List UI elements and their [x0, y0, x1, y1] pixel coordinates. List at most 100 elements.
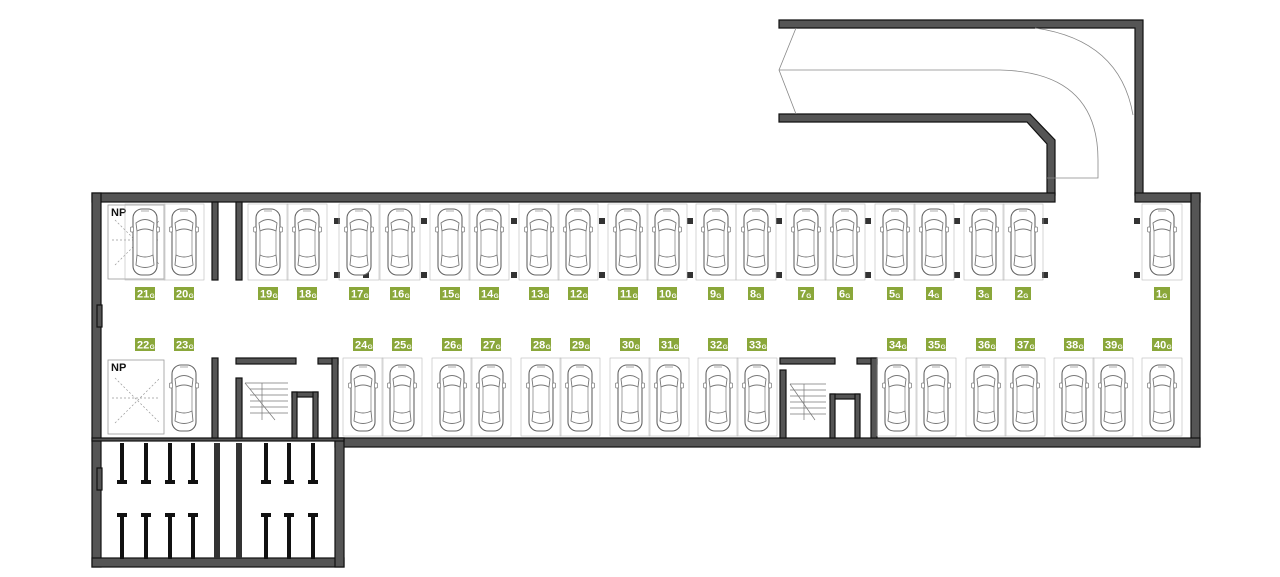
car-lower-6	[615, 364, 645, 432]
parking-bay-outline	[1004, 357, 1046, 437]
stall-divider-cap	[165, 480, 175, 484]
stall-divider-cap	[165, 513, 175, 517]
parking-bay-outline	[520, 357, 562, 437]
car-spot-10	[652, 208, 682, 276]
parking-bay-outline	[1053, 357, 1095, 437]
column	[954, 218, 960, 224]
column	[776, 218, 782, 224]
spot-label-box	[798, 287, 814, 300]
parking-bay-outline	[609, 357, 651, 437]
stall-divider-cap	[308, 513, 318, 517]
parking-bay-outline	[607, 203, 649, 281]
stall-divider	[120, 443, 124, 483]
spot-label-box	[708, 338, 728, 351]
spot-number: 37	[1017, 340, 1029, 352]
column	[511, 218, 517, 224]
car-spot-14	[474, 208, 504, 276]
spot-label-box	[297, 287, 317, 300]
building-walls	[91, 192, 1201, 568]
level-suffix: G	[494, 293, 499, 300]
stall-divider	[191, 443, 195, 483]
spot-number: 12	[570, 289, 582, 301]
spot-label-box	[392, 338, 412, 351]
level-suffix: G	[455, 293, 460, 300]
spot-number: 11	[620, 289, 632, 301]
stall-divider-cap	[261, 513, 271, 517]
spot-number: 23	[176, 340, 188, 352]
car-lower-14	[1059, 364, 1089, 432]
spot-label-box	[1103, 338, 1123, 351]
level-suffix: G	[1023, 293, 1028, 300]
spot-number: 28	[533, 340, 545, 352]
spot-label-box	[349, 287, 369, 300]
spot-label-box	[479, 287, 499, 300]
spot-label-box	[353, 338, 373, 351]
parking-bay-outline	[876, 357, 918, 437]
column	[334, 272, 340, 278]
spot-number: 40	[1154, 340, 1166, 352]
stall-wall	[236, 443, 242, 558]
np-area-bottom: NP	[107, 359, 165, 435]
spot-number: 13	[531, 289, 543, 301]
spot-label-box	[390, 287, 410, 300]
car-lower-7	[654, 364, 684, 432]
level-suffix: G	[895, 293, 900, 300]
stall-wall	[214, 443, 220, 558]
level-suffix: G	[546, 344, 551, 351]
parking-bay-outline	[965, 357, 1007, 437]
spot-number: 4	[928, 289, 935, 301]
spot-number: 8	[750, 289, 756, 301]
spot-label-box	[887, 287, 903, 300]
car-spot-7	[791, 208, 821, 276]
level-suffix: G	[674, 344, 679, 351]
spot-number: 35	[928, 340, 940, 352]
column	[421, 272, 427, 278]
level-suffix: G	[716, 293, 721, 300]
parking-bay-outline	[286, 203, 328, 281]
car-spot-18	[292, 208, 322, 276]
parking-bay-outline	[429, 203, 471, 281]
spot-label-box	[926, 287, 942, 300]
spot-number: 32	[710, 340, 722, 352]
level-suffix: G	[150, 293, 155, 300]
spot-number: 3	[978, 289, 984, 301]
parking-bay-outline	[557, 203, 599, 281]
car-lower-5	[565, 364, 595, 432]
stall-divider-cap	[141, 480, 151, 484]
spot-number: 38	[1066, 340, 1078, 352]
level-suffix: G	[762, 344, 767, 351]
level-suffix: G	[189, 344, 194, 351]
parking-bay-outline	[648, 357, 690, 437]
column	[1134, 272, 1140, 278]
spot-number: 15	[442, 289, 454, 301]
spot-number: 2	[1017, 289, 1023, 301]
spot-label-box	[529, 287, 549, 300]
stall-divider	[264, 515, 268, 559]
stall-divider-cap	[117, 513, 127, 517]
np-label-bottom: NP	[111, 362, 126, 374]
level-suffix: G	[756, 293, 761, 300]
stall-divider	[287, 443, 291, 483]
car-lower-0	[348, 364, 378, 432]
spot-number: 27	[483, 340, 495, 352]
car-lower-15	[1098, 364, 1128, 432]
parking-bay-outline	[518, 203, 560, 281]
spot-label-box	[887, 338, 907, 351]
car-spot-2	[1008, 208, 1038, 276]
stall-divider-cap	[261, 480, 271, 484]
car-spot-15	[435, 208, 465, 276]
stall-divider-cap	[188, 513, 198, 517]
column	[865, 272, 871, 278]
car-lower-13	[1010, 364, 1040, 432]
